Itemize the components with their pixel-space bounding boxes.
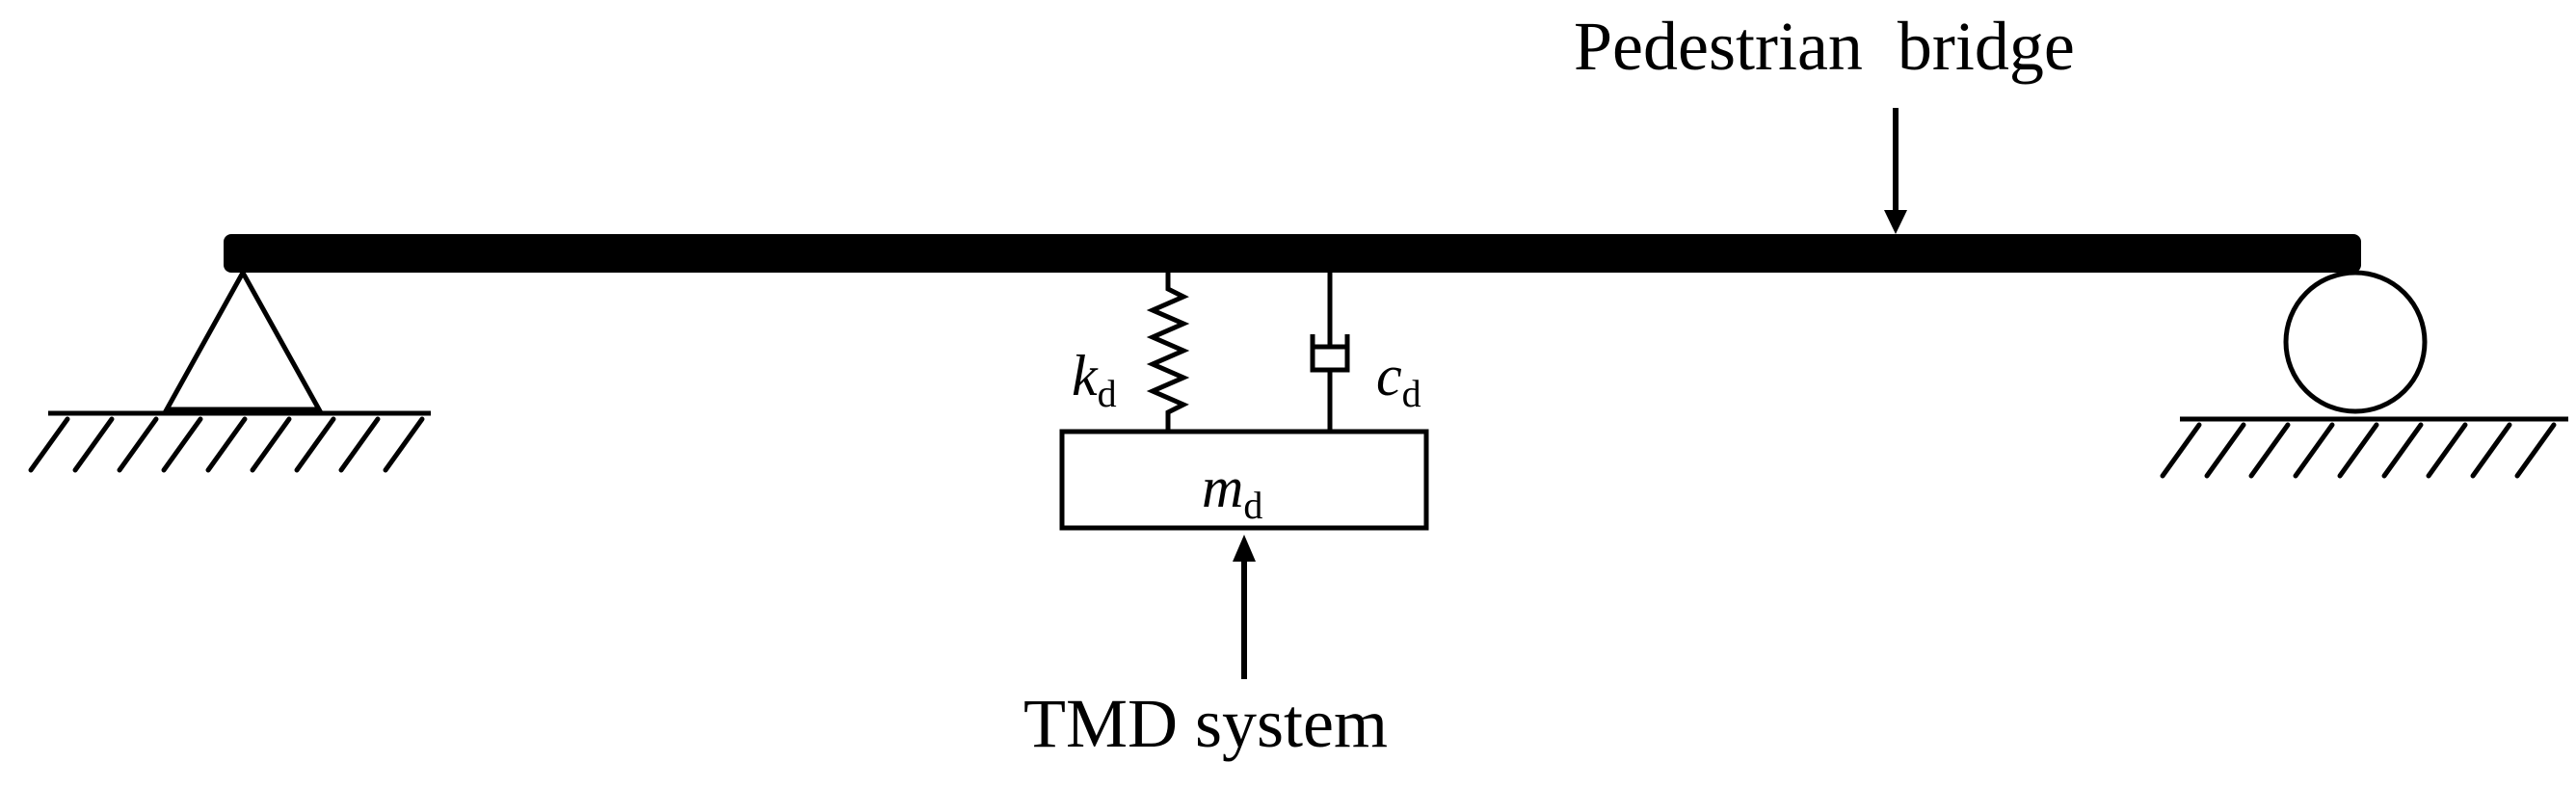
stiffness-label: kd	[1072, 344, 1117, 415]
tmd-pointer-arrowhead	[1233, 535, 1256, 562]
dashpot-element	[1310, 273, 1350, 432]
right-ground-hatch	[2160, 422, 2557, 479]
left-ground-hatch	[28, 416, 425, 473]
bridge-pointer-arrowhead	[1884, 210, 1907, 234]
damping-symbol: c	[1376, 344, 1402, 407]
spring-element	[1146, 273, 1190, 432]
mass-subscript: d	[1243, 484, 1262, 527]
tmd-mass-block	[1059, 429, 1429, 531]
mass-label: md	[1202, 456, 1262, 527]
bridge-deck	[224, 234, 2361, 273]
tmd-label: TMD system	[1023, 685, 1388, 762]
roller-support	[2283, 270, 2428, 414]
mass-symbol: m	[1202, 456, 1243, 519]
damping-subscript: d	[1402, 372, 1421, 415]
damping-label: cd	[1376, 344, 1421, 415]
bridge-label: Pedestrian bridge	[1574, 8, 2075, 85]
stiffness-subscript: d	[1098, 372, 1117, 415]
pin-support	[162, 267, 324, 412]
stiffness-symbol: k	[1072, 344, 1099, 407]
